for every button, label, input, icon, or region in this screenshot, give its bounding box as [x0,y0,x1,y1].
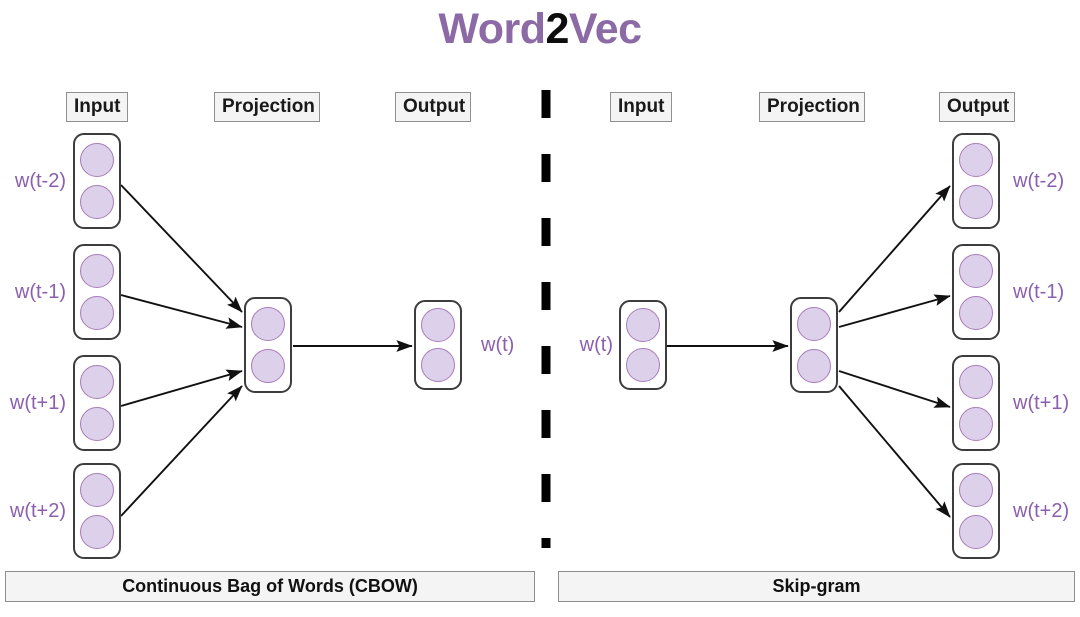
arrow-projection-to-output-w-t-minus-2 [838,185,951,313]
skipgram-output-label-w-t-plus-2: w(t+2) [1013,500,1070,522]
cbow-input-label-w-t-minus-1: w(t-1) [14,281,66,303]
skipgram-output-stack-w-t-minus-1 [952,244,1000,340]
neuron-node [959,143,993,177]
neuron-node [959,515,993,549]
neuron-node [80,143,114,177]
neuron-node [959,185,993,219]
arrow-input-w-t-minus-2-to-projection [120,184,243,313]
skipgram-header-output: Output [939,92,1015,122]
neuron-node [797,307,831,341]
title-digit-part: 2 [545,5,570,53]
cbow-input-stack-w-t-minus-2 [73,133,121,229]
arrow-input-w-t-minus-1-to-projection [120,294,243,329]
neuron-node [251,307,285,341]
arrow-input-w-t-plus-1-to-projection [120,369,243,407]
arrow-projection-to-output-w-t-plus-1 [838,370,951,408]
neuron-node [421,348,455,382]
skipgram-output-stack-w-t-minus-2 [952,133,1000,229]
skipgram-output-stack-w-t-plus-1 [952,355,1000,451]
neuron-node [80,185,114,219]
cbow-output-stack [414,300,462,390]
cbow-output-label-w-t: w(t) [481,334,515,356]
neuron-node [80,407,114,441]
neuron-node [80,254,114,288]
skipgram-header-input: Input [610,92,672,122]
cbow-header-output: Output [395,92,471,122]
title-word-part: Word [438,5,546,53]
arrow-projection-to-output-w-t-minus-1 [838,294,951,328]
neuron-node [626,348,660,382]
neuron-node [80,515,114,549]
cbow-input-stack-w-t-minus-1 [73,244,121,340]
skipgram-projection-stack [790,297,838,393]
arrow-projection-to-output-w-t-plus-2 [838,385,951,518]
neuron-node [959,254,993,288]
cbow-header-input: Input [66,92,128,122]
cbow-input-label-w-t-plus-1: w(t+1) [9,392,66,414]
arrow-input-w-t-plus-2-to-projection [120,385,243,517]
neuron-node [959,407,993,441]
neuron-node [251,349,285,383]
title-vec-part: Vec [568,5,642,53]
neuron-node [80,365,114,399]
skipgram-output-label-w-t-minus-1: w(t-1) [1013,281,1065,303]
cbow-input-label-w-t-plus-2: w(t+2) [9,500,66,522]
skipgram-input-label-w-t: w(t) [579,334,613,356]
neuron-node [421,308,455,342]
skipgram-header-projection: Projection [759,92,865,122]
cbow-footer-label: Continuous Bag of Words (CBOW) [5,571,535,602]
neuron-node [80,296,114,330]
page-title: Word2Vec [0,5,1080,53]
neuron-node [959,473,993,507]
skipgram-output-stack-w-t-plus-2 [952,463,1000,559]
cbow-input-stack-w-t-plus-1 [73,355,121,451]
cbow-projection-stack [244,297,292,393]
skipgram-footer-label: Skip-gram [558,571,1075,602]
neuron-node [80,473,114,507]
skipgram-output-label-w-t-plus-1: w(t+1) [1013,392,1070,414]
neuron-node [797,349,831,383]
neuron-node [959,365,993,399]
cbow-input-stack-w-t-plus-2 [73,463,121,559]
cbow-input-label-w-t-minus-2: w(t-2) [14,170,66,192]
skipgram-input-stack [619,300,667,390]
neuron-node [959,296,993,330]
cbow-header-projection: Projection [214,92,320,122]
skipgram-output-label-w-t-minus-2: w(t-2) [1013,170,1065,192]
neuron-node [626,308,660,342]
